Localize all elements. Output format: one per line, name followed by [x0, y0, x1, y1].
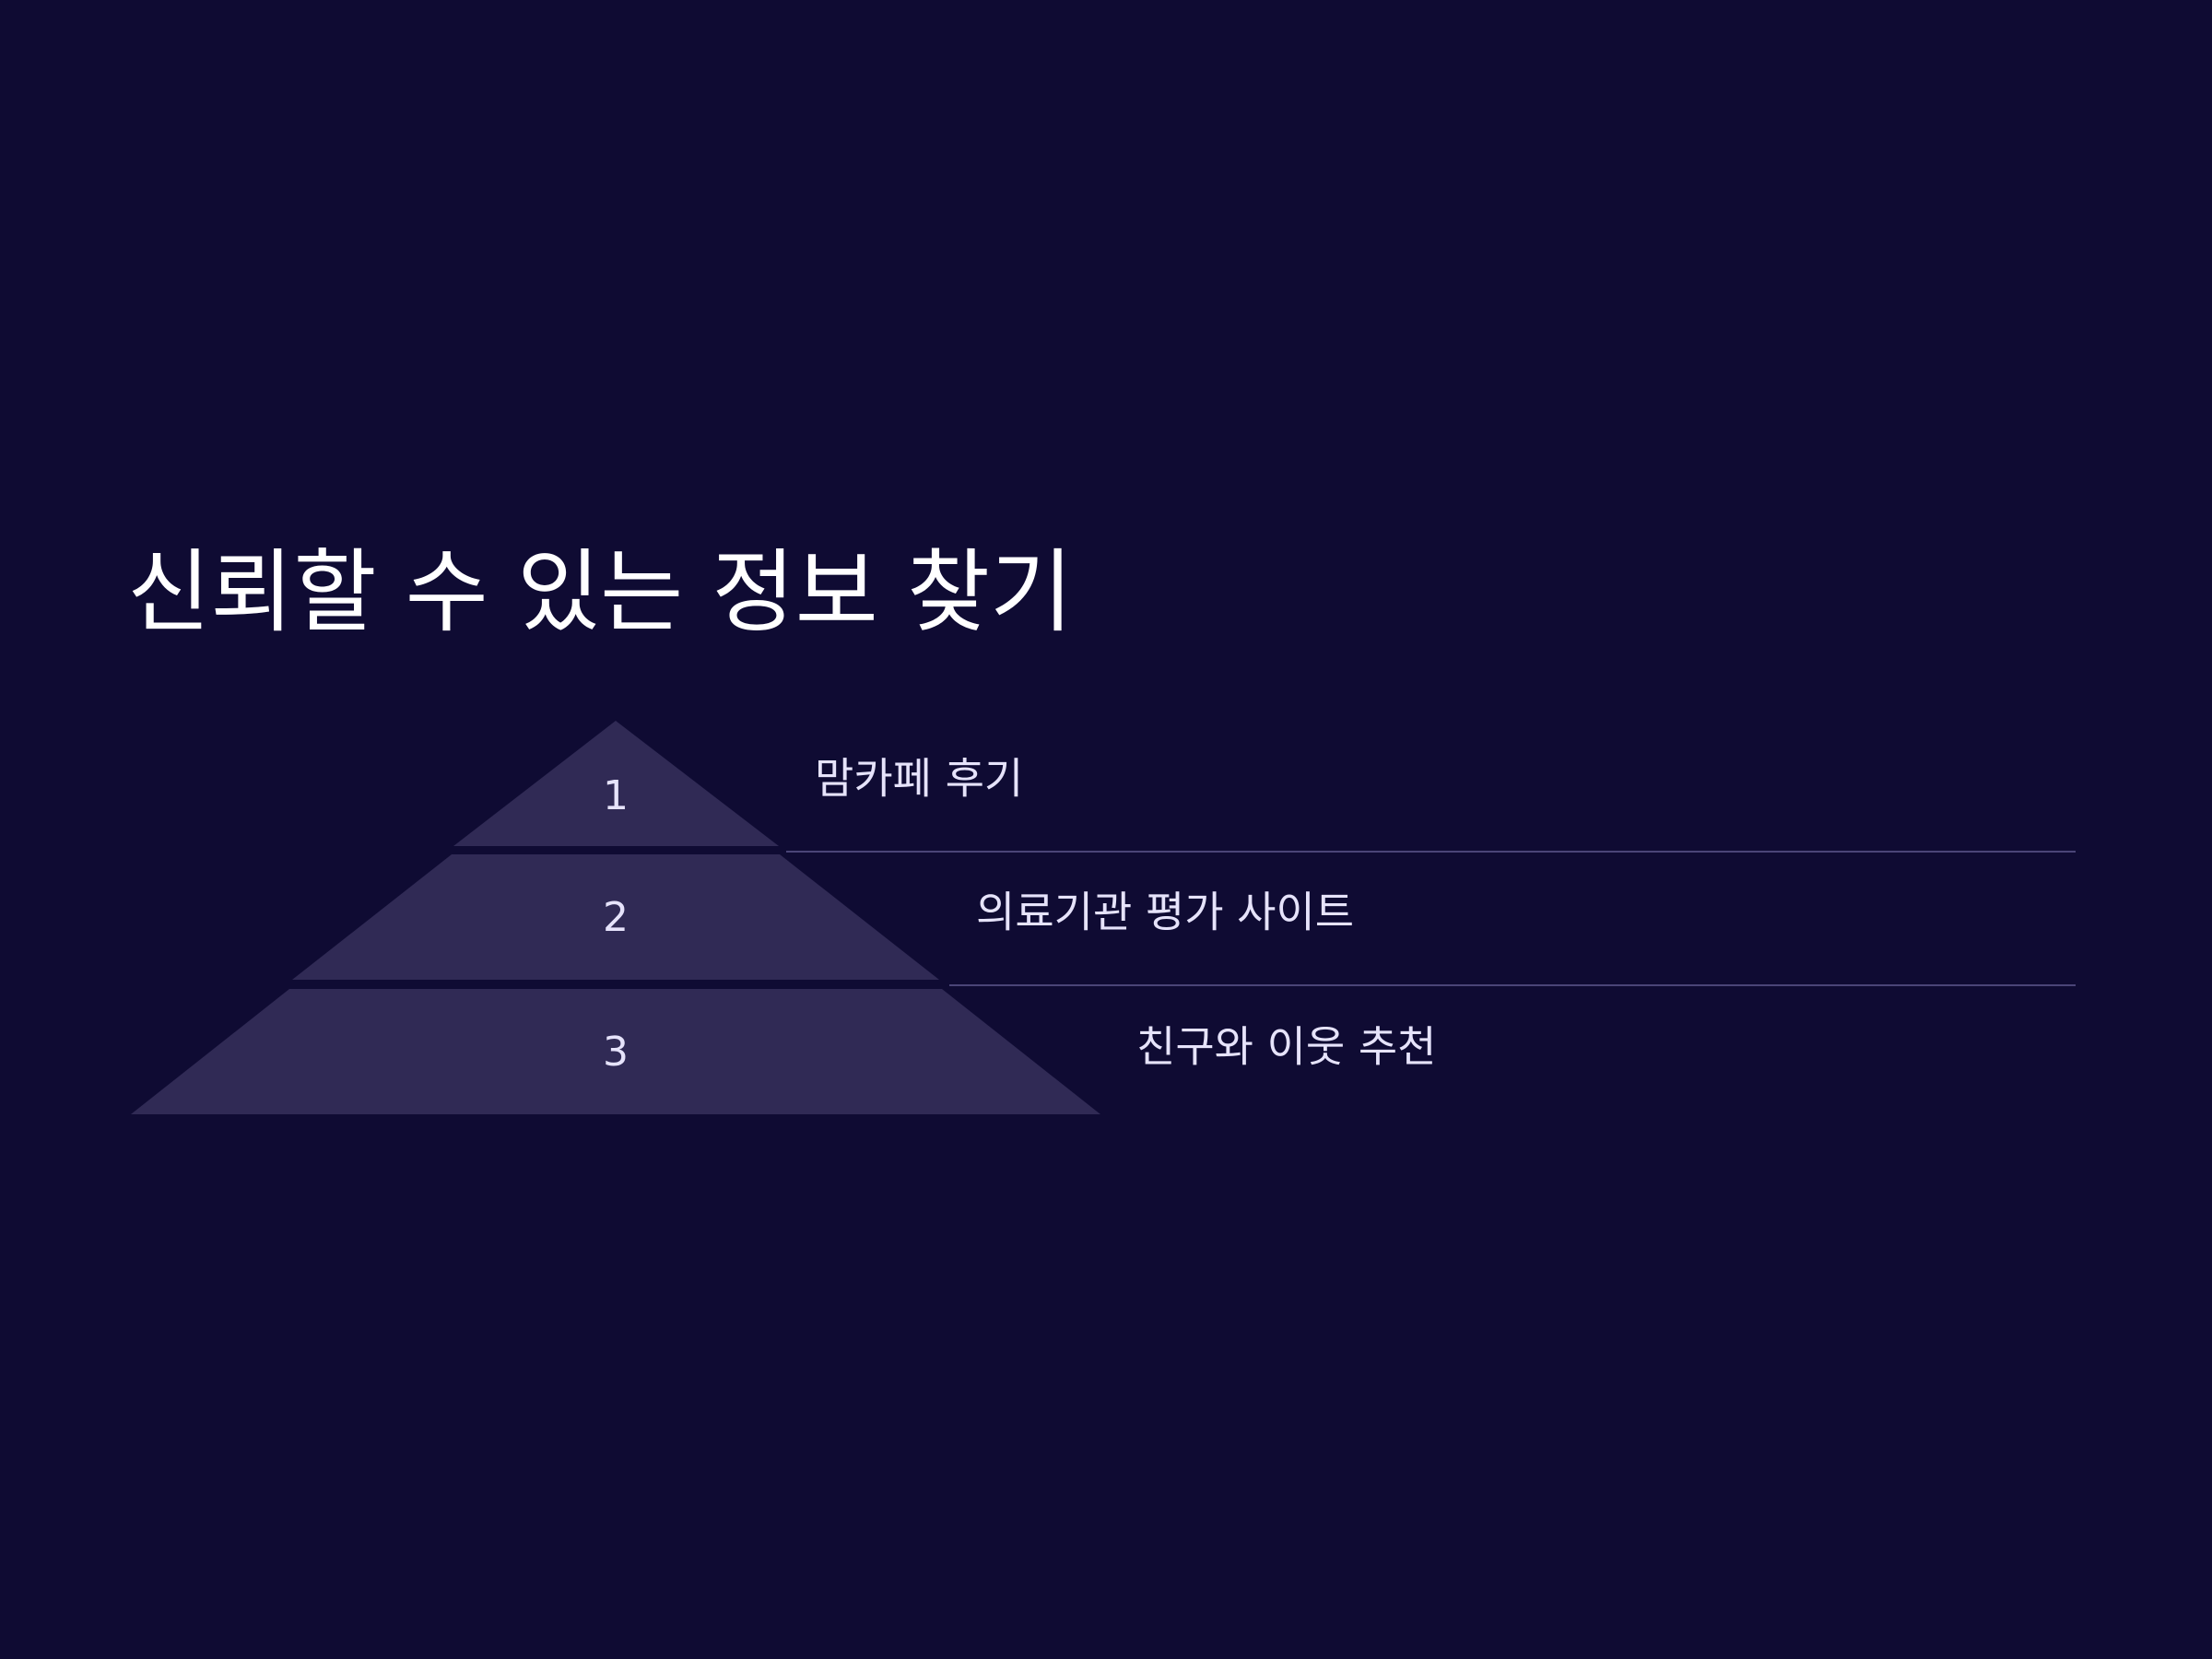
tier-2-number: 2 [603, 894, 629, 941]
tier-1-shape [453, 721, 779, 846]
tier-3-label: 친구와 이웃 추천 [1136, 1022, 1436, 1072]
slide-title: 신뢰할 수 있는 정보 찾기 [127, 540, 1074, 645]
pyramid-tier-2: 2 의료기관 평가 사이트 [292, 854, 2076, 986]
tier-1-number: 1 [603, 772, 629, 819]
tier-3-shape [131, 989, 1100, 1114]
pyramid-tier-3: 3 친구와 이웃 추천 [131, 989, 1436, 1114]
tier-2-label: 의료기관 평가 사이트 [976, 888, 1354, 937]
tier-3-number: 3 [603, 1029, 629, 1076]
tier-1-label: 맘카페 후기 [815, 754, 1023, 804]
tier-2-shape [292, 854, 939, 980]
pyramid-tier-1: 1 맘카페 후기 [453, 721, 2076, 853]
